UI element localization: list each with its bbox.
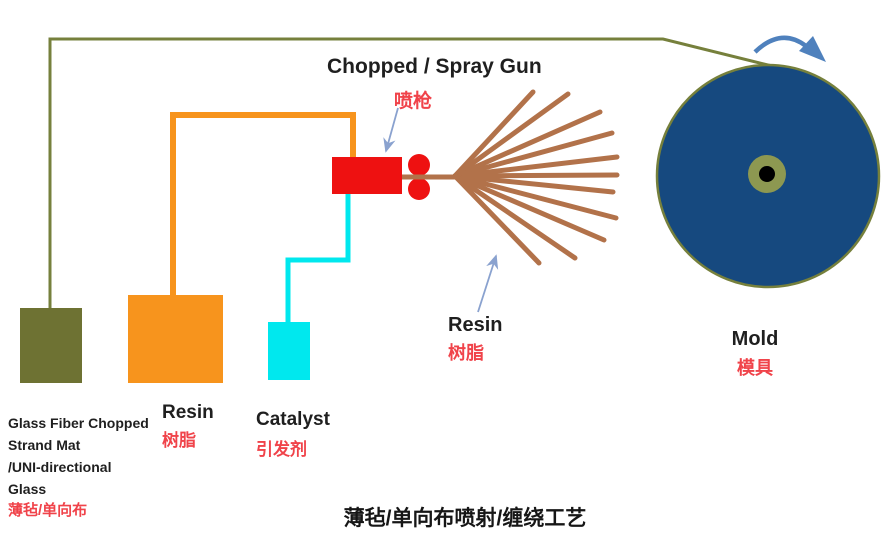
spray-fan: [452, 89, 620, 266]
catalyst-tank-box: [268, 322, 310, 380]
resin-tank-box: [128, 295, 223, 383]
spray-gun-label-en: Chopped / Spray Gun: [327, 55, 542, 78]
glass-fiber-label-line2: Strand Mat: [8, 437, 81, 453]
chopper-roller-bottom: [408, 178, 430, 200]
diagram-title: 薄毡/单向布喷射/缠绕工艺: [343, 507, 587, 530]
resin-spray-label-en: Resin: [448, 314, 503, 336]
glass-fiber-label: Glass Fiber Chopped Strand Mat /UNI-dire…: [8, 412, 168, 522]
spray-gun-body: [332, 157, 402, 194]
glass-fiber-mat-box: [20, 308, 82, 383]
spray-gun-label-zh: 喷枪: [393, 91, 432, 112]
glass-fiber-label-line4: Glass: [8, 481, 47, 497]
glass-fiber-label-line1: Glass Fiber Chopped: [8, 415, 149, 431]
fiber-feed-line: [48, 37, 773, 308]
mold-axle-dot: [759, 166, 775, 182]
resin-pipe: [170, 112, 356, 296]
rotation-arrow-icon: [753, 35, 826, 62]
resin-tank-label-en: Resin: [162, 402, 214, 423]
mold-label-en: Mold: [731, 328, 779, 350]
glass-fiber-label-line3: /UNI-directional: [8, 459, 112, 475]
glass-fiber-label-zh: 薄毡/单向布: [8, 502, 88, 519]
spray-gun-pointer-arrow: [383, 107, 399, 153]
chopper-roller-top: [408, 154, 430, 176]
resin-pointer-arrow: [477, 254, 499, 313]
catalyst-label-zh: 引发剂: [256, 440, 307, 459]
mold-label-zh: 模具: [737, 358, 773, 378]
resin-spray-label-zh: 树脂: [448, 343, 484, 363]
resin-tank-label-zh: 树脂: [162, 431, 196, 450]
catalyst-label-en: Catalyst: [256, 409, 330, 430]
catalyst-pipe: [285, 193, 351, 322]
